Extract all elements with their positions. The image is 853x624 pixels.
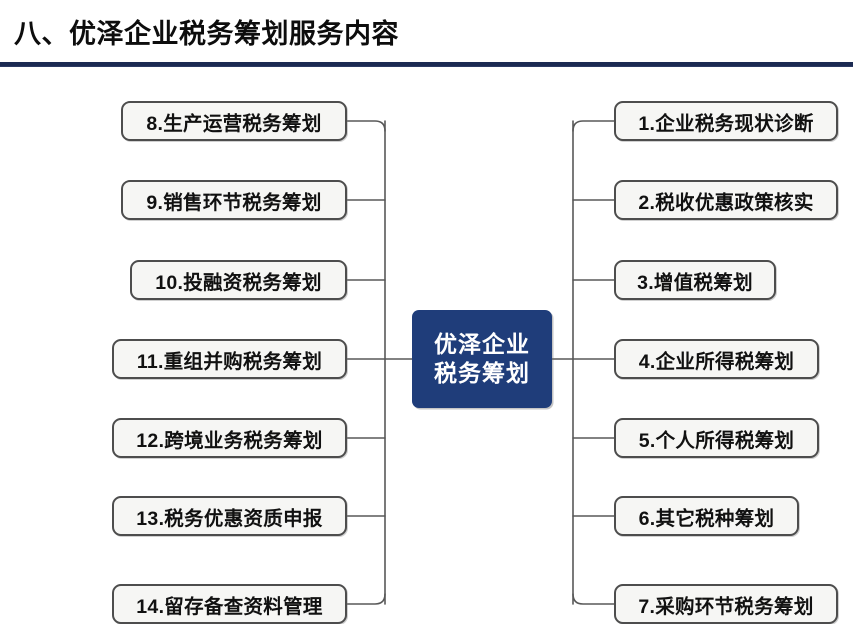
node-left-10[interactable]: 10.投融资税务筹划 bbox=[130, 260, 347, 300]
node-right-5[interactable]: 5.个人所得税筹划 bbox=[614, 418, 819, 458]
node-left-11[interactable]: 11.重组并购税务筹划 bbox=[112, 339, 347, 379]
center-node-line-2: 税务筹划 bbox=[434, 360, 530, 386]
node-right-1[interactable]: 1.企业税务现状诊断 bbox=[614, 101, 838, 141]
node-left-12[interactable]: 12.跨境业务税务筹划 bbox=[112, 418, 347, 458]
center-node[interactable]: 优泽企业 税务筹划 bbox=[412, 310, 552, 408]
node-right-3-label: 3.增值税筹划 bbox=[637, 271, 753, 294]
node-left-12-label: 12.跨境业务税务筹划 bbox=[136, 429, 323, 452]
node-left-13-label: 13.税务优惠资质申报 bbox=[136, 507, 323, 530]
node-right-2[interactable]: 2.税收优惠政策核实 bbox=[614, 180, 838, 220]
header-divider bbox=[0, 62, 853, 67]
node-left-14-label: 14.留存备查资料管理 bbox=[136, 595, 323, 618]
node-right-4[interactable]: 4.企业所得税筹划 bbox=[614, 339, 819, 379]
node-right-7-label: 7.采购环节税务筹划 bbox=[638, 595, 814, 618]
node-right-7[interactable]: 7.采购环节税务筹划 bbox=[614, 584, 838, 624]
page-header: 八、优泽企业税务筹划服务内容 bbox=[0, 0, 853, 67]
node-left-9-label: 9.销售环节税务筹划 bbox=[146, 191, 322, 214]
node-right-5-label: 5.个人所得税筹划 bbox=[638, 429, 795, 452]
node-left-8-label: 8.生产运营税务筹划 bbox=[146, 112, 322, 135]
node-left-13[interactable]: 13.税务优惠资质申报 bbox=[112, 496, 347, 536]
page-title: 八、优泽企业税务筹划服务内容 bbox=[14, 19, 399, 49]
node-right-6-label: 6.其它税种筹划 bbox=[638, 507, 775, 530]
node-left-10-label: 10.投融资税务筹划 bbox=[155, 271, 322, 294]
node-left-14[interactable]: 14.留存备查资料管理 bbox=[112, 584, 347, 624]
center-node-line-1: 优泽企业 bbox=[434, 330, 530, 357]
node-right-4-label: 4.企业所得税筹划 bbox=[638, 350, 795, 373]
node-right-1-label: 1.企业税务现状诊断 bbox=[638, 112, 814, 135]
mindmap-diagram: 优泽企业 税务筹划 1.企业税务现状诊断 2.税收优惠政策核实 3.增值税筹划 … bbox=[0, 66, 853, 624]
node-left-9[interactable]: 9.销售环节税务筹划 bbox=[121, 180, 347, 220]
node-right-2-label: 2.税收优惠政策核实 bbox=[638, 191, 814, 214]
node-left-11-label: 11.重组并购税务筹划 bbox=[136, 350, 323, 373]
node-left-8[interactable]: 8.生产运营税务筹划 bbox=[121, 101, 347, 141]
node-right-6[interactable]: 6.其它税种筹划 bbox=[614, 496, 799, 536]
node-right-3[interactable]: 3.增值税筹划 bbox=[614, 260, 776, 300]
